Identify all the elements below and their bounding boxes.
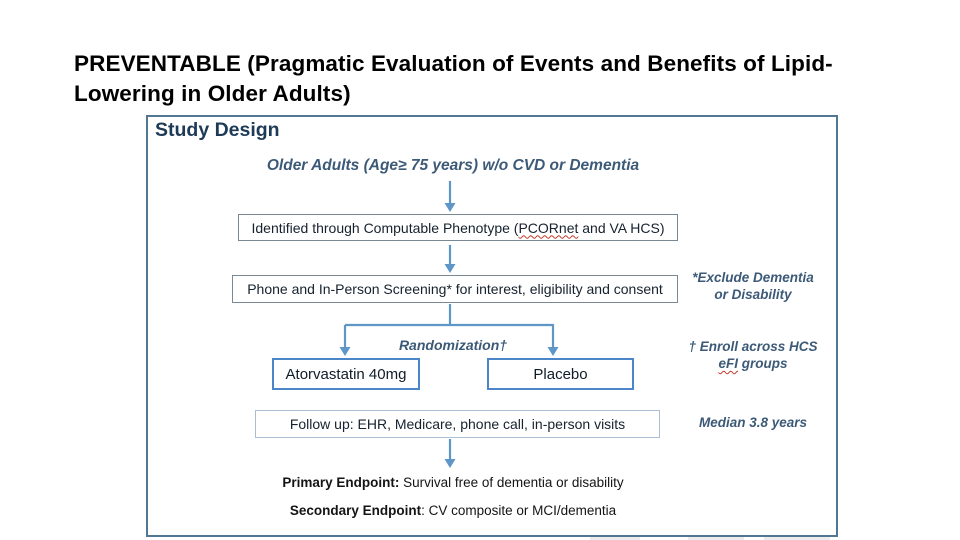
primary-endpoint-label: Primary Endpoint: [282,475,400,490]
annotation-exclude: *Exclude Dementia or Disability [653,269,853,303]
arm-atorvastatin-box: Atorvastatin 40mg [272,358,420,390]
population-label: Older Adults (Age≥ 75 years) w/o CVD or … [266,157,640,174]
page-title-line1: PREVENTABLE (Pragmatic Evaluation of Eve… [74,51,833,76]
annotation-groups: groups [738,356,788,371]
arrow-head-icon [444,459,456,468]
study-design-panel: Study Design Older Adults (Age≥ 75 years… [146,115,838,537]
secondary-endpoint: Secondary Endpoint: CV composite or MCI/… [173,503,733,518]
secondary-endpoint-text: : CV composite or MCI/dementia [421,503,617,518]
bottom-artifact [688,537,744,540]
annotation-enroll-line2: eFI groups [653,355,853,372]
annotation-median: Median 3.8 years [698,415,808,430]
arrow-head-icon [444,264,456,273]
page-title-line2: Lowering in Older Adults) [74,81,351,106]
annotation-efi: eFI [718,356,738,371]
identified-post: and VA HCS) [578,219,665,236]
step-identified-box: Identified through Computable Phenotype … [238,214,678,241]
study-design-flowchart: Study Design Older Adults (Age≥ 75 years… [148,117,836,535]
arrow-head-icon [444,203,456,212]
bottom-artifact [590,537,640,540]
flow-connectors [339,181,559,468]
primary-endpoint: Primary Endpoint: Survival free of demen… [173,475,733,490]
step-identified-text: Identified through Computable Phenotype … [251,220,664,236]
randomization-label: Randomization† [398,337,508,353]
arm-placebo-box: Placebo [487,358,634,390]
annotation-exclude-line1: *Exclude Dementia [692,270,814,285]
annotation-enroll: † Enroll across HCS eFI groups [653,338,853,372]
annotation-exclude-line2: or Disability [714,287,792,302]
followup-text: Follow up: EHR, Medicare, phone call, in… [289,416,626,432]
annotation-enroll-line1: † Enroll across HCS [688,339,818,354]
followup-box: Follow up: EHR, Medicare, phone call, in… [255,410,660,438]
primary-endpoint-text: Survival free of dementia or disability [399,475,624,490]
arm-placebo-label: Placebo [533,365,588,383]
identified-pre: Identified through Computable Phenotype … [251,219,519,236]
page-title: PREVENTABLE (Pragmatic Evaluation of Eve… [74,49,934,109]
step-screening-text: Phone and In-Person Screening* for inter… [247,281,663,297]
step-screening-box: Phone and In-Person Screening* for inter… [232,275,678,303]
secondary-endpoint-label: Secondary Endpoint [289,503,422,518]
arm-atorvastatin-label: Atorvastatin 40mg [285,365,407,383]
identified-pcornet: PCORnet [518,219,579,236]
bottom-artifact [764,537,830,540]
panel-heading: Study Design [155,119,280,141]
